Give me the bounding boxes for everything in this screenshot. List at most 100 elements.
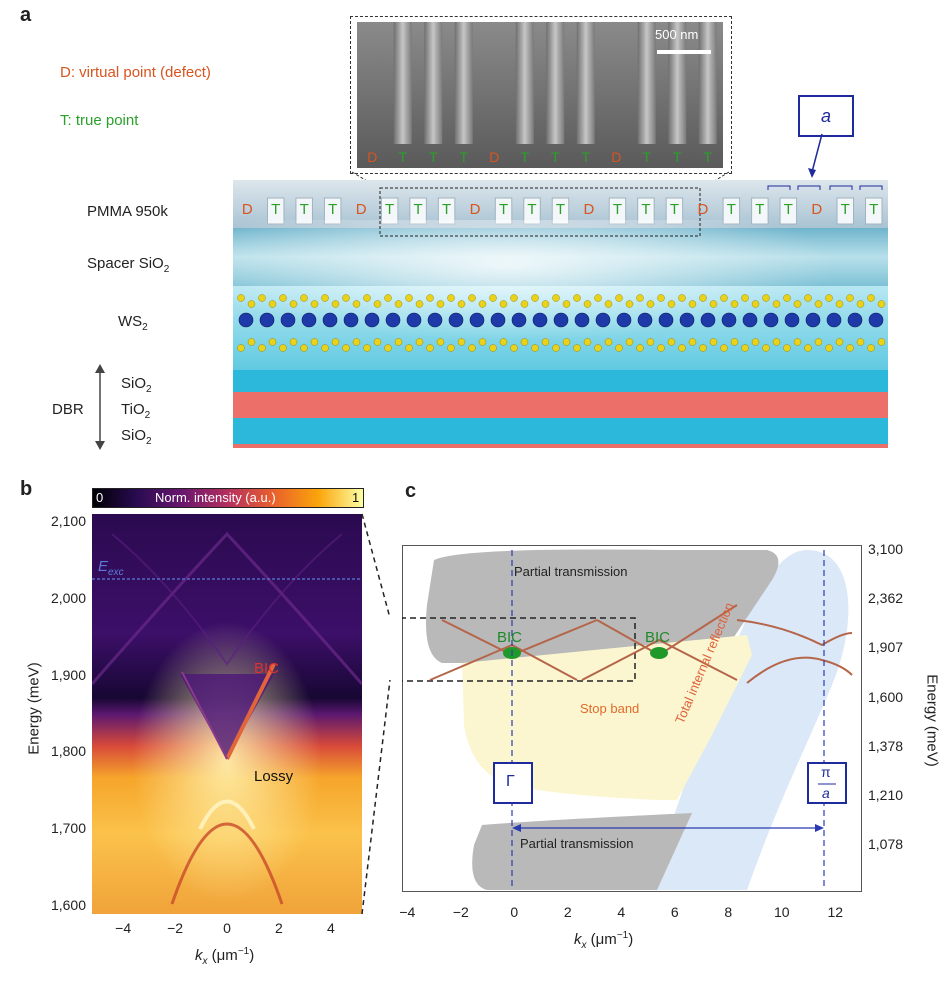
tungsten-atom [784, 312, 800, 328]
sulfur-atom [310, 300, 319, 308]
sulfur-atom [478, 300, 487, 308]
heatmap-x-tick: 4 [326, 920, 335, 936]
sulfur-atom [625, 300, 634, 308]
pmma-point-letter: T [755, 201, 765, 218]
sulfur-atom [804, 294, 812, 302]
sulfur-atom [877, 300, 886, 308]
sulfur-atom [352, 338, 361, 346]
tungsten-atom [595, 312, 611, 328]
legend-defect: D: virtual point (defect) [60, 64, 211, 81]
sulfur-atom [373, 300, 382, 308]
panel-c-letter: c [405, 480, 417, 502]
pmma-point-letter: T [527, 201, 537, 218]
band-x-tick: 10 [773, 904, 790, 920]
tungsten-atom [679, 312, 695, 328]
heatmap-x-tick: 0 [223, 920, 231, 936]
sulfur-atom [615, 344, 623, 352]
sulfur-atom [268, 300, 277, 308]
heatmap-x-tick: −2 [167, 920, 184, 936]
sulfur-atom [279, 344, 287, 352]
band-x-tick: 6 [670, 904, 679, 920]
sulfur-atom [625, 338, 634, 346]
sulfur-atom [594, 294, 602, 302]
panel-b-letter: b [20, 478, 33, 500]
tungsten-atom [469, 312, 485, 328]
sulfur-atom [426, 294, 434, 302]
band-y-tick: 2,362 [868, 590, 904, 607]
tungsten-atom [427, 312, 443, 328]
tungsten-atom [553, 312, 569, 328]
layer-label-ws2: WS2 [118, 313, 148, 333]
legend-true: T: true point [60, 112, 139, 129]
sulfur-atom [520, 300, 529, 308]
sulfur-atom [321, 344, 329, 352]
sulfur-atom [247, 338, 256, 346]
sulfur-atom [363, 344, 371, 352]
sulfur-atom [783, 294, 791, 302]
sulfur-atom [489, 344, 497, 352]
tungsten-atom [259, 312, 275, 328]
sulfur-atom [415, 338, 424, 346]
pmma-point-letter: T [385, 201, 395, 218]
pmma-point-letter: T [612, 201, 623, 218]
sulfur-atom [867, 294, 875, 302]
sulfur-atom [646, 300, 655, 308]
tungsten-atom [700, 312, 716, 328]
tungsten-atom [763, 312, 779, 328]
band-x-tick: 8 [724, 904, 733, 920]
sulfur-atom [804, 344, 812, 352]
sulfur-atom [457, 338, 466, 346]
sem-pillar [515, 22, 534, 144]
band-x-tick: 2 [563, 904, 572, 920]
sulfur-atom [730, 338, 739, 346]
sulfur-atom [436, 300, 445, 308]
dbr-layer-1: SiO2 [121, 375, 152, 395]
pmma-point-letter: T [869, 201, 879, 218]
tungsten-atom [448, 312, 464, 328]
sem-pillar [424, 22, 443, 144]
pmma-point-letter: T [413, 201, 423, 218]
sem-point-letter: D [367, 149, 377, 165]
colorbar: 0 Norm. intensity (a.u.) 1 [92, 488, 364, 508]
dispersion-heatmap: Eexc BIC Lossy [90, 514, 364, 914]
sulfur-atom [300, 294, 308, 302]
sulfur-atom [405, 294, 413, 302]
band-x-tick: 4 [617, 904, 626, 920]
sulfur-atom [562, 338, 571, 346]
sulfur-atom [699, 294, 707, 302]
tungsten-atom [322, 312, 338, 328]
sulfur-atom [394, 300, 403, 308]
sulfur-atom [394, 338, 403, 346]
band-y-tick: 1,907 [868, 639, 904, 656]
sulfur-atom [636, 344, 644, 352]
sulfur-atom [846, 344, 854, 352]
dbr-layer-2: TiO2 [121, 401, 151, 421]
period-box: a [798, 95, 854, 137]
partial-transmission-bottom: Partial transmission [520, 836, 634, 851]
sem-point-letter: T [581, 149, 590, 165]
layer-label-pmma: PMMA 950k [87, 203, 168, 220]
band-x-tick: −2 [452, 904, 469, 920]
pmma-point-letter: T [271, 201, 281, 218]
sulfur-atom [562, 300, 571, 308]
sulfur-atom [373, 338, 382, 346]
sulfur-atom [552, 294, 560, 302]
sulfur-atom [583, 300, 592, 308]
sulfur-atom [594, 344, 602, 352]
sem-pillar [454, 22, 473, 144]
sulfur-atom [720, 294, 728, 302]
tungsten-atom [490, 312, 506, 328]
band-x-tick: −4 [399, 904, 416, 920]
pmma-point-letter: T [783, 201, 793, 218]
tungsten-atom [532, 312, 548, 328]
sulfur-atom [331, 300, 340, 308]
sulfur-atom [331, 338, 340, 346]
band-diagram: Partial transmission Partial transmissio… [389, 545, 862, 892]
pmma-point-letter: T [726, 201, 736, 218]
sulfur-atom [678, 344, 686, 352]
sem-pillar [576, 22, 595, 144]
pmma-point-letter: T [299, 201, 309, 218]
sulfur-atom [814, 300, 823, 308]
heatmap-y-tick: 2,000 [50, 589, 86, 606]
